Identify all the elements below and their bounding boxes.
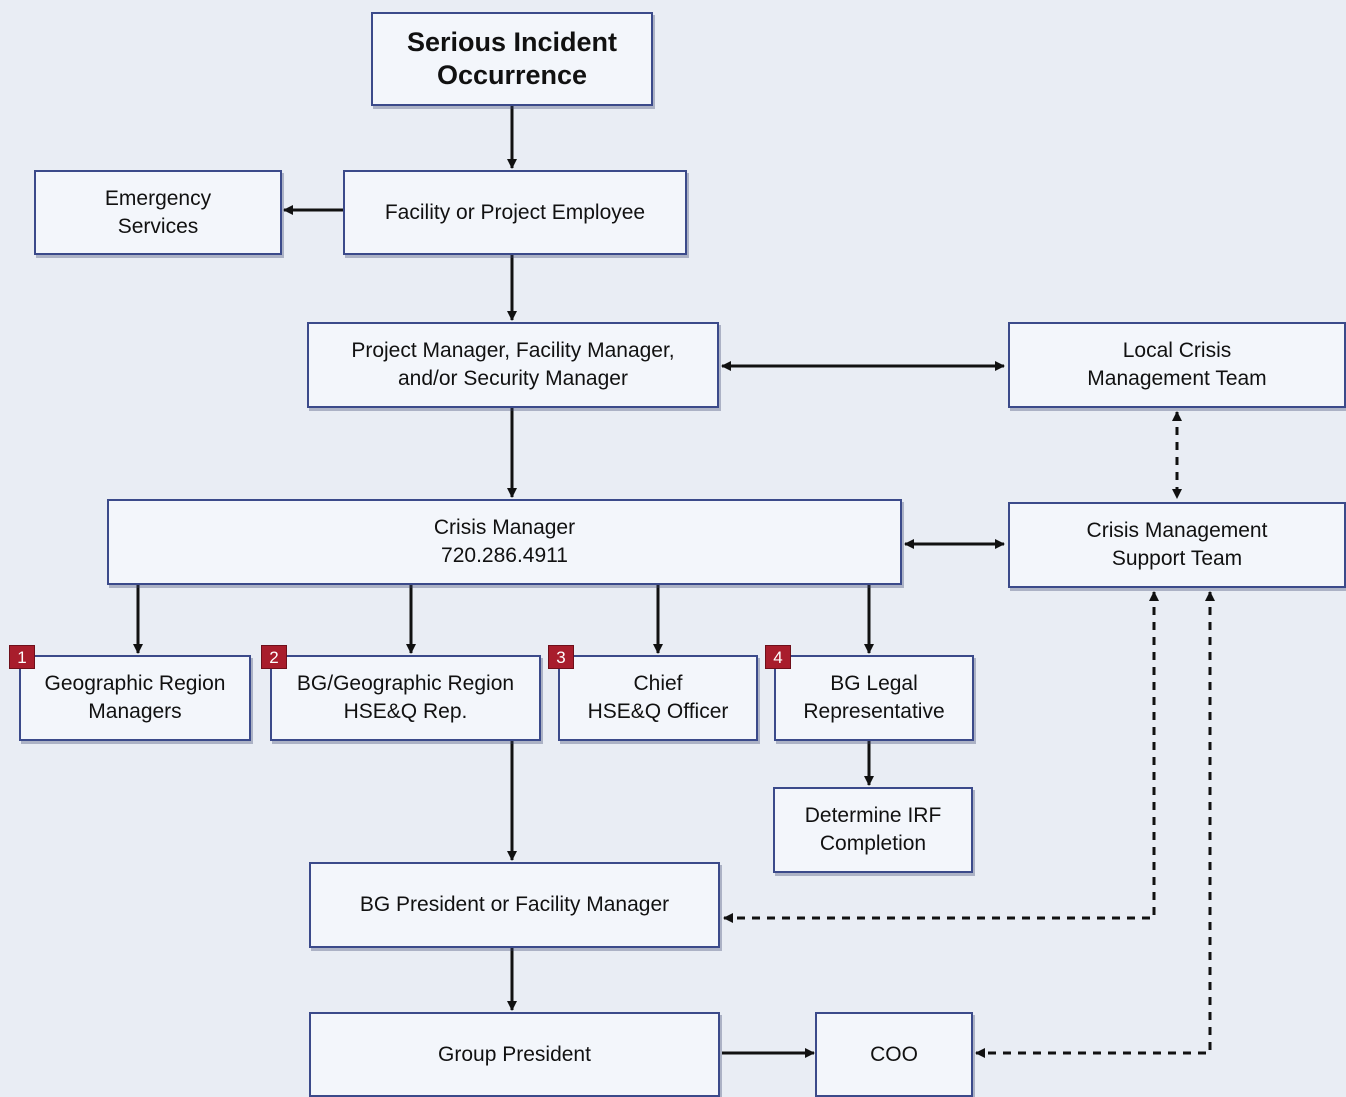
group-president-node: Group President [309,1012,720,1097]
chief-hseq-officer-node: Chief HSE&Q Officer [558,655,758,741]
step-badge-1: 1 [9,645,35,669]
bg-geographic-region-hseq-rep-node: BG/Geographic Region HSE&Q Rep. [270,655,541,741]
coo-node: COO [815,1012,973,1097]
step-badge-3: 3 [548,645,574,669]
geographic-region-managers-node: Geographic Region Managers [19,655,251,741]
dashed-cmst-to-coo [975,591,1215,1058]
crisis-management-support-team-node: Crisis Management Support Team [1008,502,1346,588]
facility-or-project-employee-node: Facility or Project Employee [343,170,687,255]
project-facility-security-manager-node: Project Manager, Facility Manager, and/o… [307,322,719,408]
crisis-manager-node: Crisis Manager 720.286.4911 [107,499,902,585]
determine-irf-completion-node: Determine IRF Completion [773,787,973,873]
emergency-services-node: Emergency Services [34,170,282,255]
bg-president-or-facility-manager-node: BG President or Facility Manager [309,862,720,948]
bg-legal-representative-node: BG Legal Representative [774,655,974,741]
serious-incident-occurrence-node: Serious Incident Occurrence [371,12,653,106]
step-badge-2: 2 [261,645,287,669]
local-crisis-management-team-node: Local Crisis Management Team [1008,322,1346,408]
step-badge-4: 4 [765,645,791,669]
